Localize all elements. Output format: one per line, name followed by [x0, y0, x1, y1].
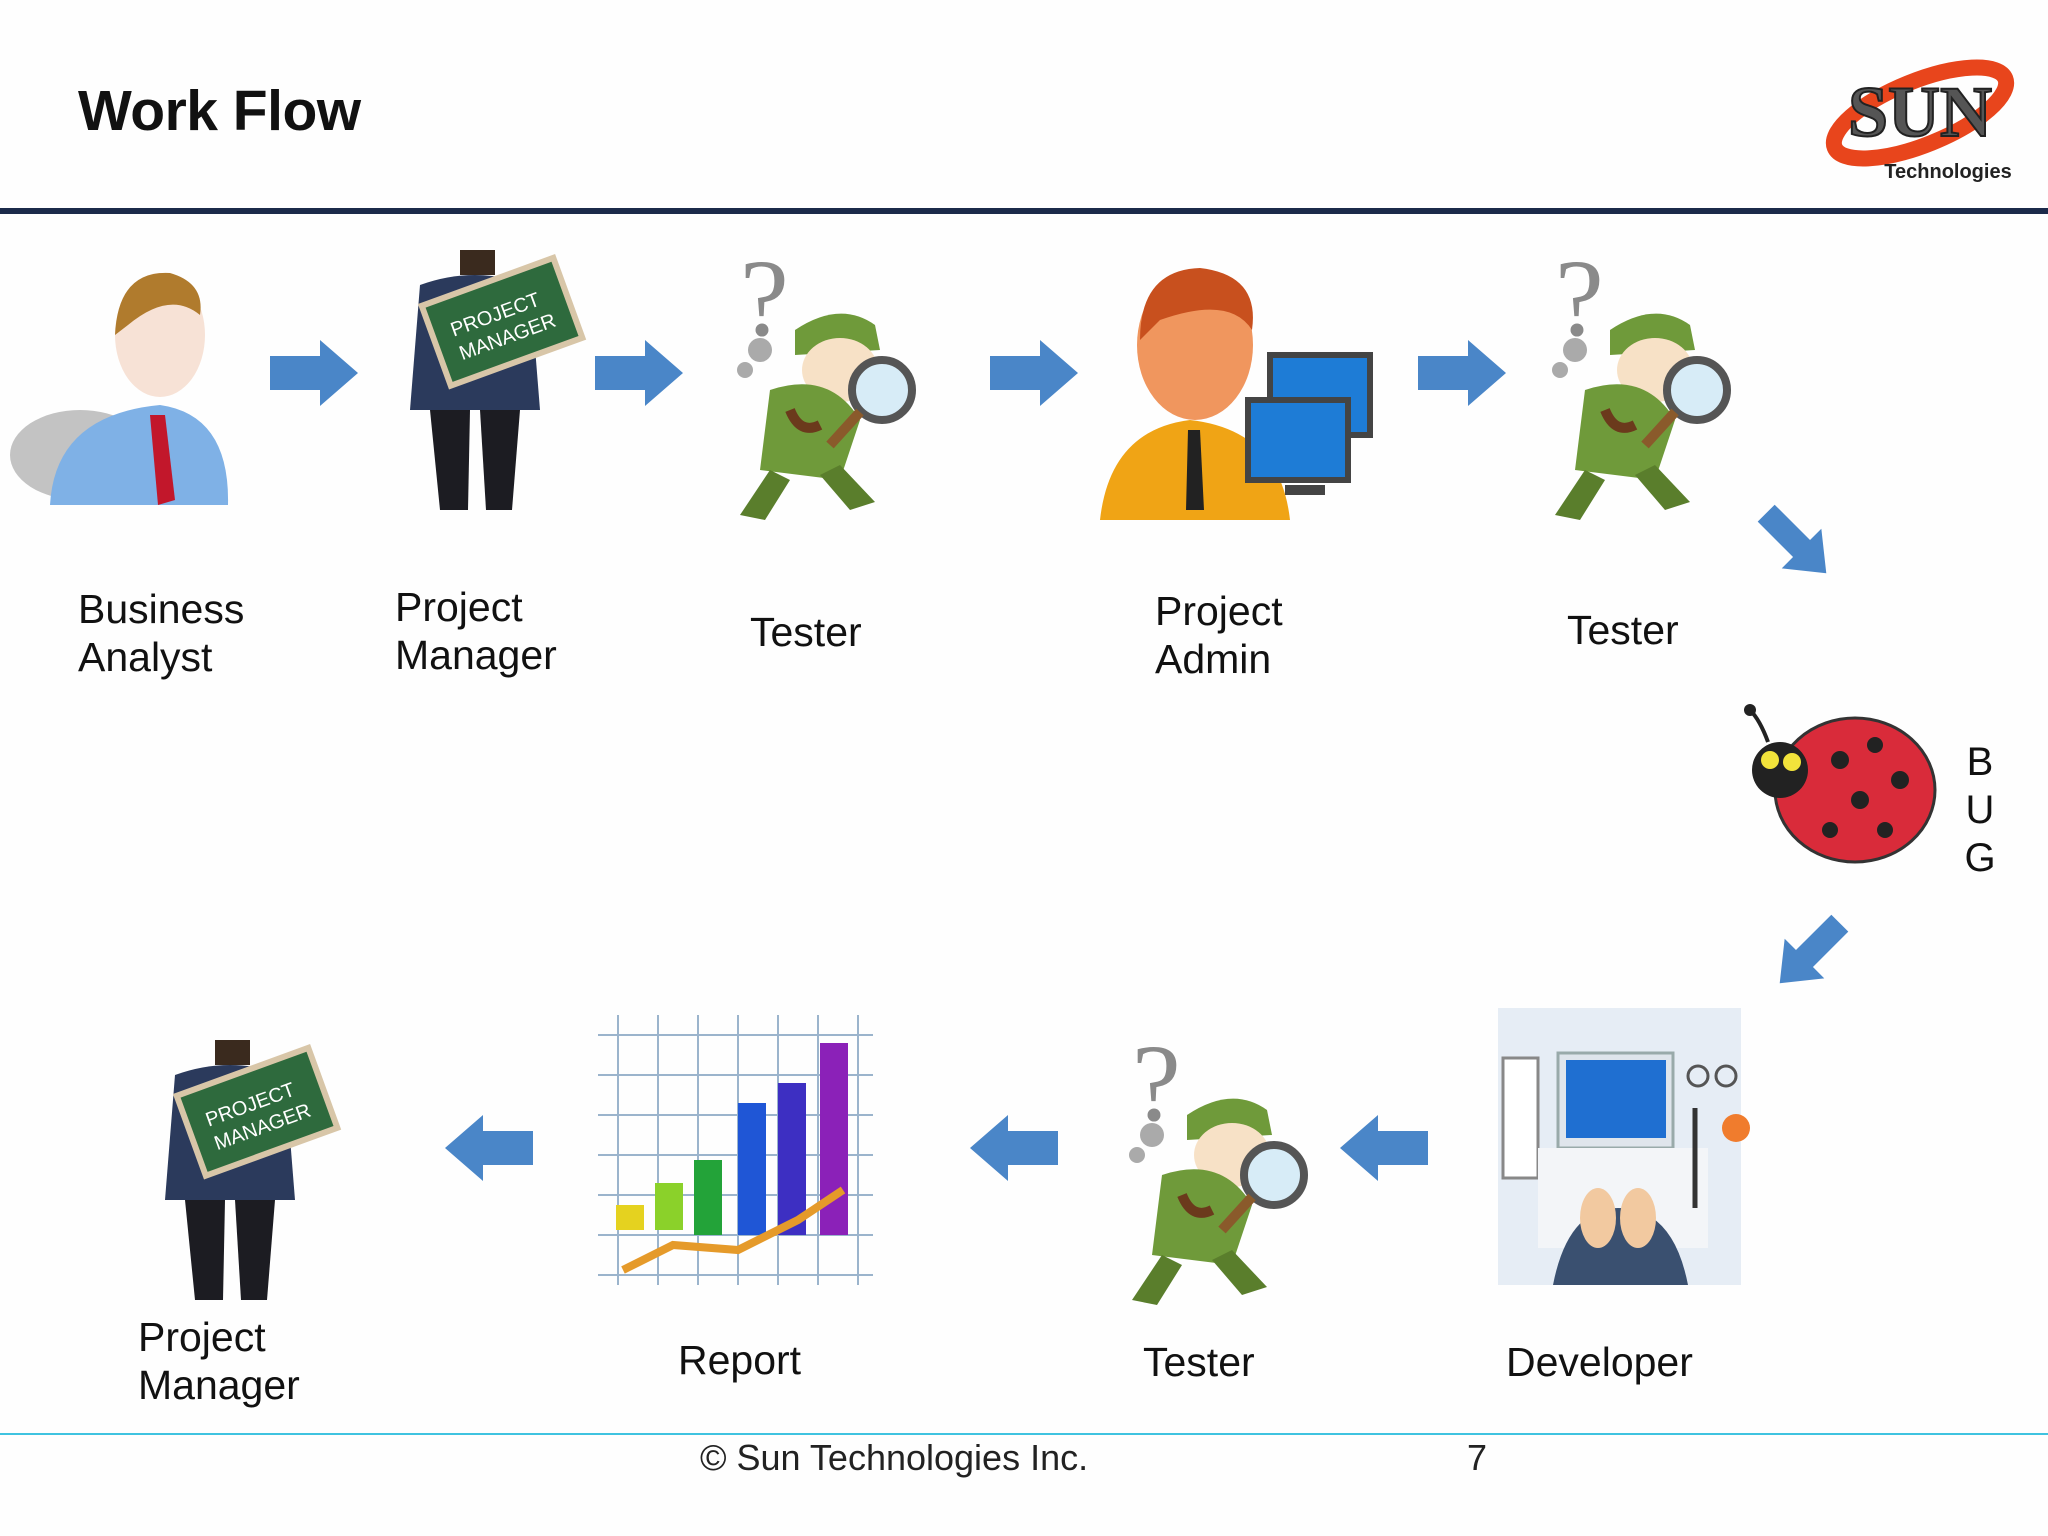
down-right-arrow-icon: [1757, 504, 1827, 574]
left-arrow-icon: [970, 1115, 1058, 1181]
footer-copyright: © Sun Technologies Inc.: [700, 1437, 1089, 1478]
svg-text:?: ?: [1132, 1022, 1181, 1144]
label-report: Report: [678, 1337, 802, 1383]
down-left-arrow-icon: [1779, 914, 1849, 984]
right-arrow-icon: [990, 340, 1078, 406]
label-project-manager: Project Manager: [395, 584, 557, 678]
developer-laptop-icon: [1498, 1008, 1750, 1285]
project-admin-icon: [1100, 260, 1380, 530]
label-business-analyst: Business Analyst: [78, 586, 245, 680]
label-tester: Tester: [750, 609, 862, 655]
page-number: 7: [1467, 1437, 1488, 1478]
label-tester: Tester: [1567, 607, 1679, 653]
project-manager-icon: PROJECT MANAGER: [125, 1040, 342, 1325]
detective-tester-icon: ?: [1092, 1022, 1322, 1315]
right-arrow-icon: [595, 340, 683, 406]
bug-text: B U G: [1960, 738, 2000, 882]
bug-letter: G: [1964, 836, 1996, 880]
project-manager-icon: PROJECT MANAGER: [370, 250, 587, 535]
label-project-manager: Project Manager: [138, 1314, 300, 1408]
svg-text:?: ?: [1555, 237, 1604, 359]
detective-tester-icon: ?: [700, 237, 930, 530]
ladybug-icon: [1740, 700, 1940, 870]
left-arrow-icon: [445, 1115, 533, 1181]
left-arrow-icon: [1340, 1115, 1428, 1181]
sun-technologies-logo: SUN Technologies: [1820, 28, 2020, 188]
slide-title: Work Flow: [78, 79, 361, 143]
footer-divider: [0, 1433, 2048, 1435]
right-arrow-icon: [1418, 340, 1506, 406]
label-tester: Tester: [1143, 1339, 1255, 1385]
business-analyst-icon: [0, 255, 240, 515]
bug-letter: U: [1965, 788, 1995, 832]
right-arrow-icon: [270, 340, 358, 406]
detective-tester-icon: ?: [1515, 237, 1745, 530]
header-divider: [0, 208, 2048, 214]
logo-text: SUN: [1848, 72, 1992, 152]
label-developer: Developer: [1506, 1339, 1693, 1385]
svg-text:?: ?: [740, 237, 789, 359]
bug-letter: B: [1966, 740, 1994, 784]
logo-subtext: Technologies: [1884, 161, 2011, 183]
bar-chart-icon: [598, 1015, 873, 1285]
label-project-admin: Project Admin: [1155, 588, 1283, 682]
